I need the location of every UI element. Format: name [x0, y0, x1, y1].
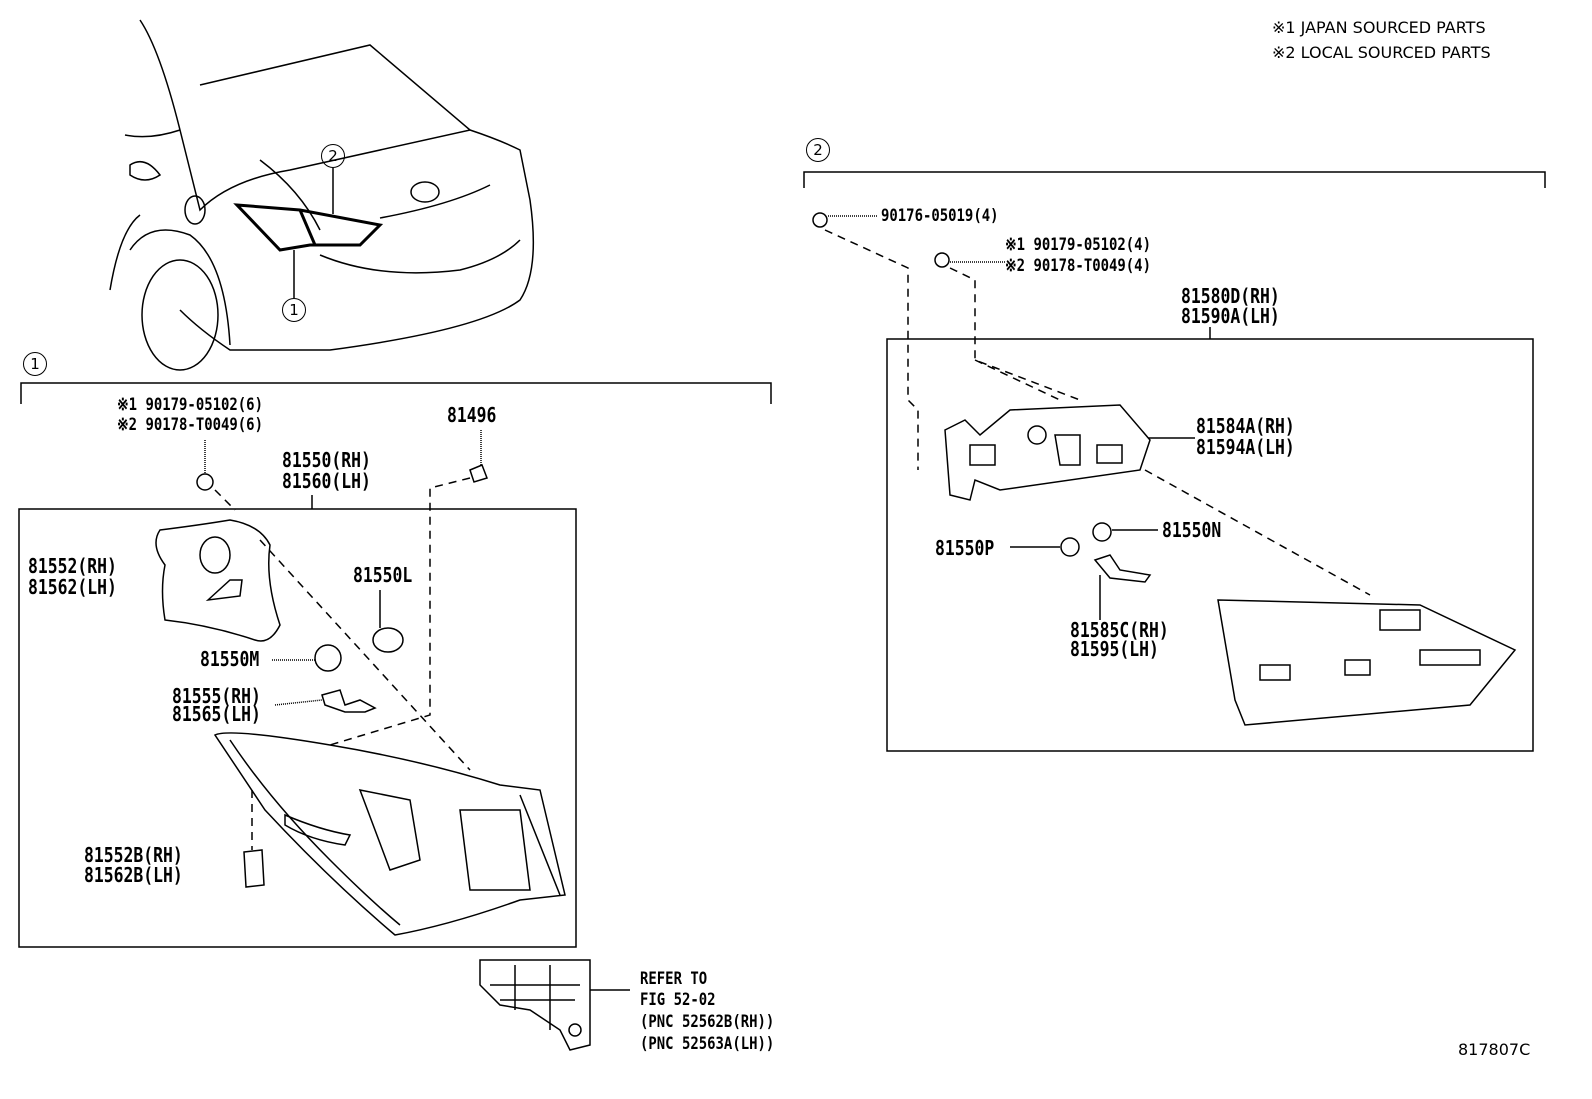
clip-part — [469, 464, 488, 483]
reference-line-1: REFER TO — [640, 969, 708, 989]
pad-label-rh: 81552B(RH) — [84, 843, 183, 867]
pad-part — [243, 849, 265, 888]
left-assembly-label-rh: 81550(RH) — [282, 448, 371, 472]
group-1-bracket — [20, 382, 772, 404]
nut-part — [812, 212, 828, 228]
callout-2-car: 2 — [321, 144, 345, 168]
wire-label-lh: 81565(LH) — [172, 702, 261, 726]
right-bolt-part — [934, 252, 950, 268]
right-wire-label-lh: 81595(LH) — [1070, 637, 1159, 661]
bulb-part — [372, 627, 404, 653]
reference-line-3: (PNC 52562B(RH)) — [640, 1012, 775, 1032]
reference-line-2: FIG 52-02 — [640, 990, 716, 1010]
clip-label: 81496 — [447, 403, 497, 427]
left-assembly-box — [18, 508, 577, 948]
right-gasket-part — [944, 404, 1151, 501]
car-rear-illustration — [109, 19, 535, 371]
right-assembly-label-rh: 81580D(RH) — [1181, 284, 1280, 308]
socket-part — [314, 644, 342, 672]
callout-1-car: 1 — [282, 298, 306, 322]
outer-tail-lamp — [213, 732, 566, 936]
callout-2-group: 2 — [806, 138, 830, 162]
right-bolt-label-2: ※2 90178-T0049(4) — [1005, 256, 1151, 276]
right-bolt-label-1: ※1 90179-05102(4) — [1005, 235, 1151, 255]
bracket-part — [479, 959, 591, 1051]
right-bulb-label: 81550N — [1162, 518, 1222, 542]
bolt-part — [196, 473, 214, 491]
group-2-bracket — [803, 171, 1546, 188]
gasket-part — [155, 519, 281, 642]
legend-local-sourced: ※2 LOCAL SOURCED PARTS — [1272, 43, 1491, 62]
right-gasket-label-lh: 81594A(LH) — [1196, 435, 1295, 459]
legend-japan-sourced: ※1 JAPAN SOURCED PARTS — [1272, 18, 1486, 37]
right-bulb-part — [1092, 522, 1112, 542]
pad-label-lh: 81562B(LH) — [84, 863, 183, 887]
right-gasket-label-rh: 81584A(RH) — [1196, 414, 1295, 438]
socket-label: 81550M — [200, 647, 260, 671]
nut-label: 90176-05019(4) — [881, 206, 999, 226]
right-wire-part — [1093, 554, 1152, 583]
wire-label-rh: 81555(RH) — [172, 684, 261, 708]
diagram-id: 817807C — [1458, 1040, 1531, 1059]
right-wire-label-rh: 81585C(RH) — [1070, 618, 1169, 642]
right-socket-label: 81550P — [935, 536, 995, 560]
bulb-label: 81550L — [353, 563, 413, 587]
wire-part — [321, 689, 377, 713]
left-bolt-label-1: ※1 90179-05102(6) — [117, 395, 263, 415]
reference-line-4: (PNC 52563A(LH)) — [640, 1034, 775, 1054]
right-socket-part — [1060, 537, 1080, 557]
right-assembly-label-lh: 81590A(LH) — [1181, 304, 1280, 328]
callout-1-group: 1 — [23, 352, 47, 376]
gasket-label-rh: 81552(RH) — [28, 554, 117, 578]
left-bolt-label-2: ※2 90178-T0049(6) — [117, 415, 263, 435]
left-assembly-label-lh: 81560(LH) — [282, 469, 371, 493]
gasket-label-lh: 81562(LH) — [28, 575, 117, 599]
inner-tail-lamp — [1217, 599, 1517, 726]
